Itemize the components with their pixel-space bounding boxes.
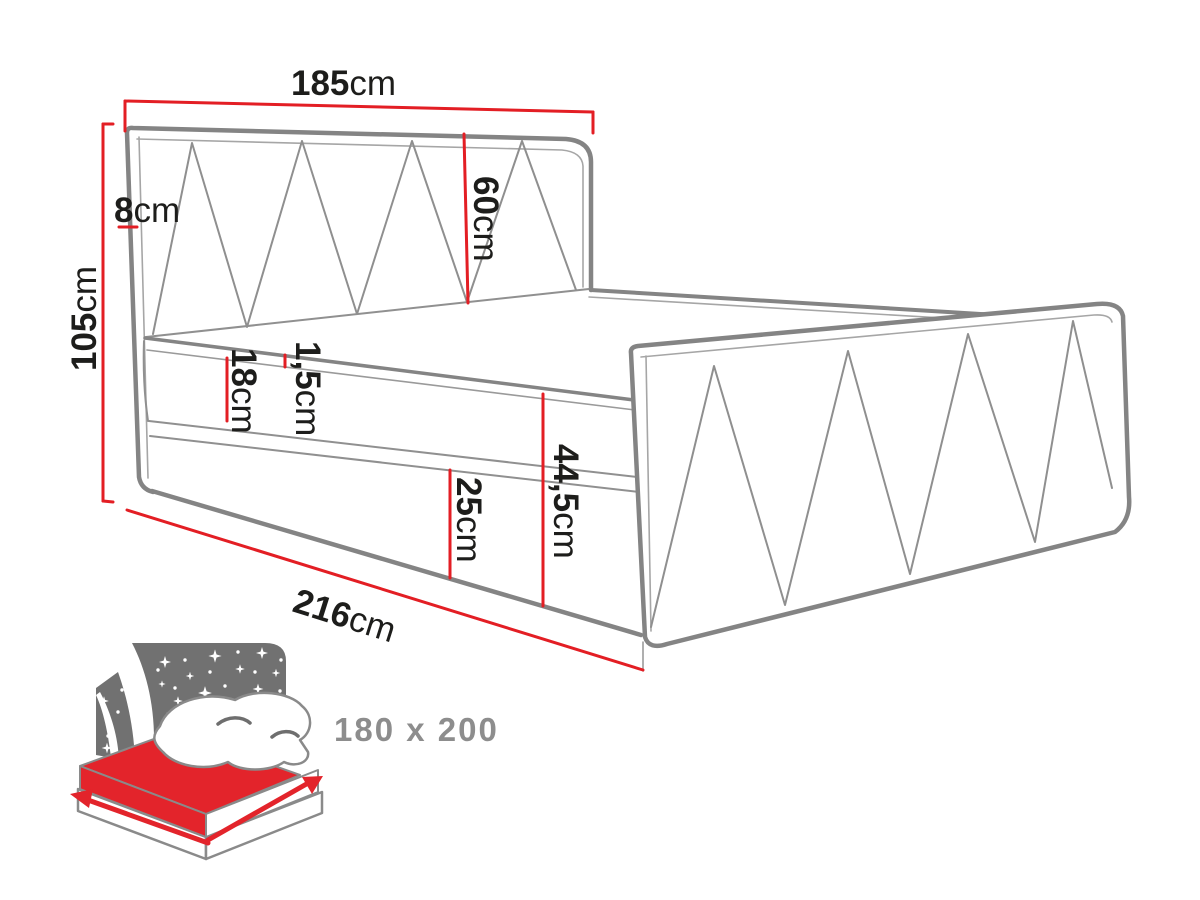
mattress-near-top-edge xyxy=(143,336,636,402)
label-1-5cm: 1,5cm xyxy=(288,341,327,436)
bed-drawing xyxy=(124,125,1132,672)
footboard-zigzag-stitching xyxy=(650,320,1113,628)
headboard-inner-top-edge xyxy=(136,138,584,288)
mattress-bottom-seam xyxy=(148,420,638,478)
footboard xyxy=(628,301,1132,649)
label-216cm: 216cm xyxy=(289,581,401,650)
duvet-fold-right xyxy=(270,729,300,739)
label-44-5cm: 44,5cm xyxy=(546,444,585,559)
dimension-60cm-line xyxy=(462,132,470,305)
dimension-105cm-bottom-tick xyxy=(101,499,115,504)
headboard-left-swoosh xyxy=(96,692,119,760)
footboard-inner-top-edge xyxy=(640,314,1113,358)
length-arrow-icon xyxy=(205,776,323,843)
red-mattress-icon xyxy=(79,730,319,838)
mattress-left-corner xyxy=(142,340,149,422)
footboard-panel xyxy=(628,301,1132,649)
label-18cm: 18cm xyxy=(224,348,263,434)
base-bottom-rail xyxy=(149,488,644,638)
headboard xyxy=(124,125,594,495)
width-arrow-icon xyxy=(70,789,211,846)
dimension-lines xyxy=(101,99,645,672)
label-185cm: 185cm xyxy=(291,64,396,103)
headboard-outline xyxy=(124,125,594,495)
dimension-185cm-line xyxy=(123,99,595,135)
dimension-216cm-line xyxy=(125,508,645,672)
label-8cm: 8cm xyxy=(114,191,180,230)
label-105cm: 105cm xyxy=(65,266,104,371)
mattress-head-edge xyxy=(145,288,590,338)
duvet-icon xyxy=(153,691,312,771)
label-60cm: 60cm xyxy=(466,176,505,262)
headboard-inner-left-edge xyxy=(138,136,149,479)
footboard-inner-left-edge xyxy=(645,355,652,632)
label-25cm: 25cm xyxy=(449,477,488,563)
size-arrows xyxy=(70,776,323,846)
base-top-seam xyxy=(149,435,640,493)
duvet-fold-left xyxy=(216,716,252,726)
headboard-back-left-panel xyxy=(96,672,135,762)
headboard-zigzag-stitching xyxy=(152,140,577,335)
box-base xyxy=(149,435,644,672)
mattress-piping-seam xyxy=(146,349,636,411)
bed-size-pictogram: 180 x 200 xyxy=(70,643,499,861)
mattress-far-edge xyxy=(589,288,1015,318)
dimension-105cm-line xyxy=(101,122,115,504)
size-label: 180 x 200 xyxy=(334,711,499,748)
duvet-body xyxy=(153,691,312,771)
mattress-right-face xyxy=(205,769,319,838)
